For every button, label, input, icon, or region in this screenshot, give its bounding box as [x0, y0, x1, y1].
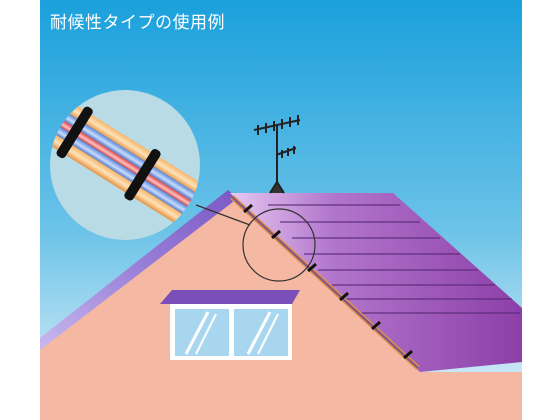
tv-antenna-icon [253, 115, 301, 194]
cable-tie-icon [307, 262, 317, 273]
cable-tie-icon [403, 349, 413, 360]
cable-tie-icon [339, 291, 349, 302]
cable-bundle-icon [50, 90, 200, 240]
cable-tie-icon [271, 229, 281, 240]
window-awning [160, 290, 300, 304]
house-window [160, 290, 300, 360]
cable-tie-icon [124, 149, 161, 201]
roof-cable [230, 195, 420, 370]
roof-cable-ties [243, 203, 413, 360]
caption-title: 耐候性タイプの使用例 [50, 13, 225, 33]
zoom-pointer-line [195, 204, 251, 226]
roof-shingle-lines [268, 204, 520, 314]
magnifier-circle-icon [242, 208, 316, 282]
cable-tie-icon [56, 106, 93, 159]
roof-left-edge [40, 190, 238, 350]
cable-tie-icon [243, 203, 253, 214]
cable-tie-icon [371, 320, 381, 331]
